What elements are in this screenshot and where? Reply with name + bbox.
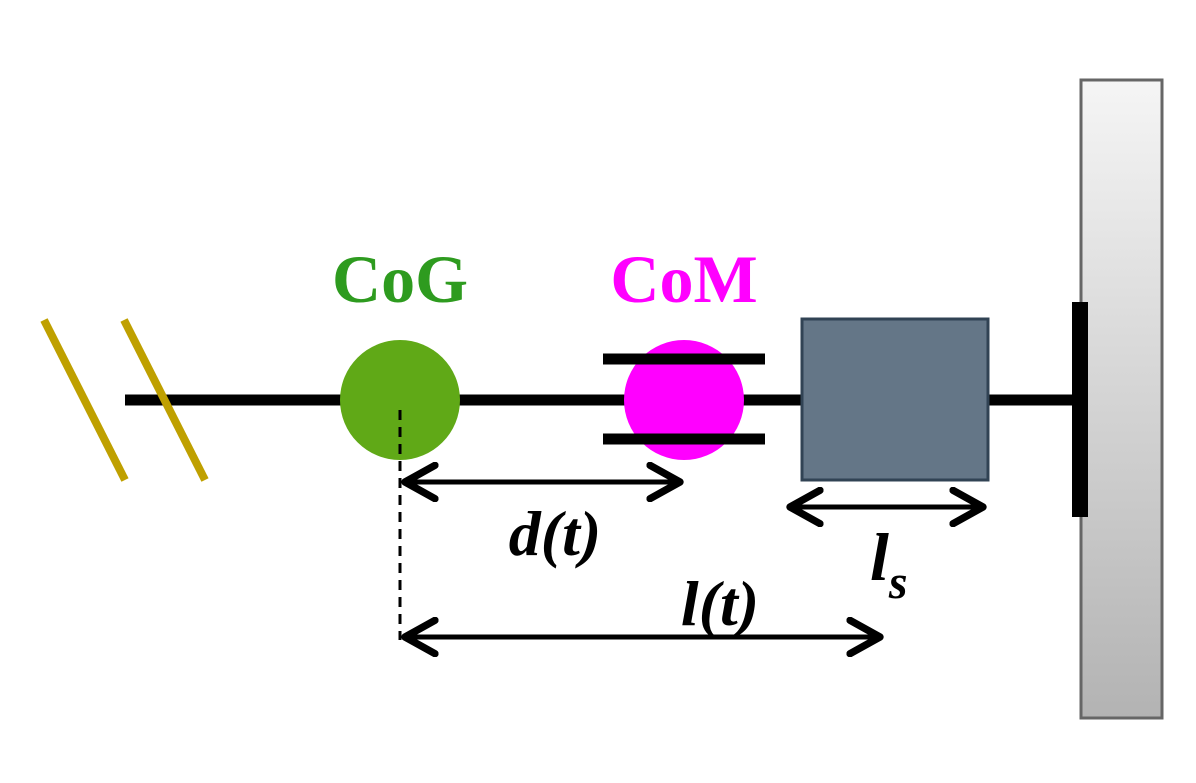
ls-label-subscript: s	[888, 556, 908, 609]
break-line-right	[120, 318, 209, 482]
mass-block	[800, 317, 990, 482]
com-label: CoM	[610, 241, 757, 317]
double-slash-break-icon	[40, 318, 209, 482]
l-label: l(t)	[681, 568, 759, 639]
wall	[1079, 78, 1164, 720]
cog-label: CoG	[332, 241, 468, 317]
ls-label-main: l	[870, 519, 889, 595]
ls-label: ls	[870, 519, 908, 609]
d-label: d(t)	[509, 498, 601, 569]
cog-circle	[340, 340, 460, 460]
com-circle	[624, 340, 744, 460]
break-line-left	[40, 318, 129, 482]
